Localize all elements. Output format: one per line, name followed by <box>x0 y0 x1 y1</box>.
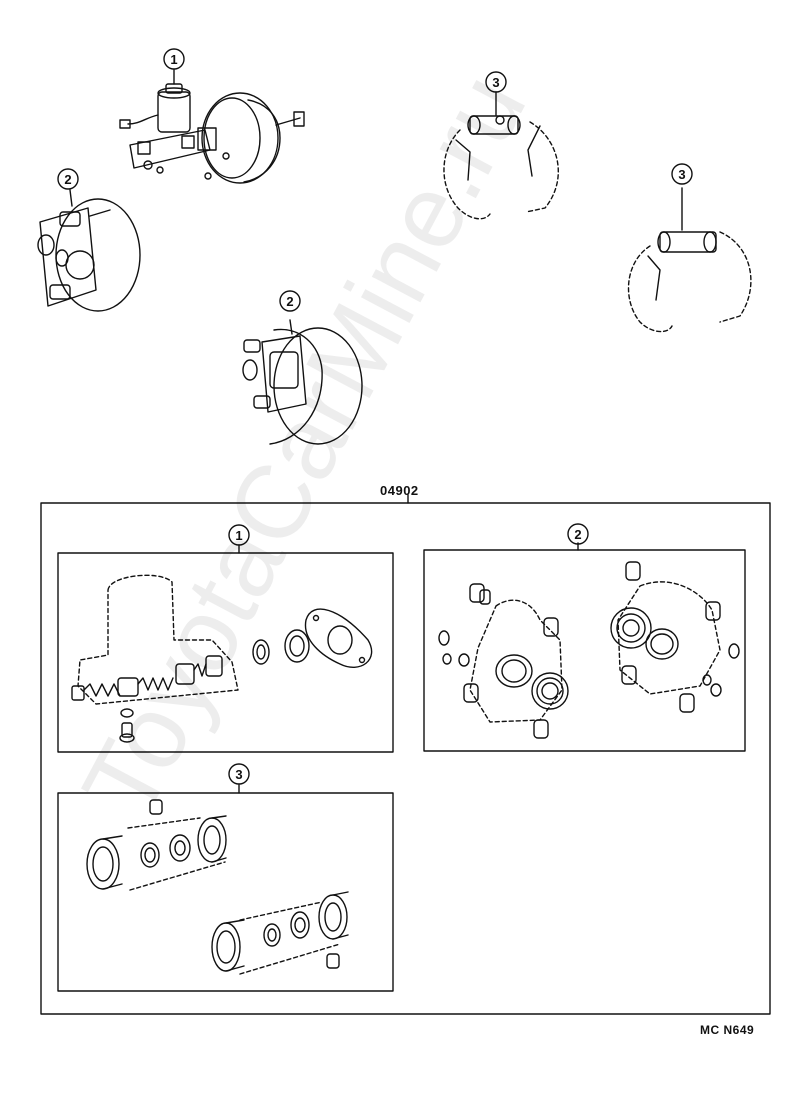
master-cylinder-assembly-illustration <box>119 69 305 184</box>
callout-2-center-text: 2 <box>286 294 293 309</box>
callout-2-center: 2 <box>279 290 301 312</box>
caliper-piston-seals <box>495 607 679 710</box>
kit-panel-3: 3 <box>57 763 394 992</box>
callout-1-top: 1 <box>163 48 185 70</box>
callout-3-upper-text: 3 <box>492 75 499 90</box>
kit-panel-2: 2 <box>423 523 746 752</box>
callout-3-right: 3 <box>671 163 693 185</box>
front-disc-caliper-illustration <box>37 189 141 312</box>
callout-3-kit-text: 3 <box>235 767 242 782</box>
kit-frame <box>40 502 771 1015</box>
kit-part-number: 04902 <box>380 483 419 498</box>
callout-3-upper: 3 <box>485 71 507 93</box>
booster-gasket <box>304 608 373 669</box>
callout-2-left: 2 <box>57 168 79 190</box>
piston-spring-assembly <box>71 655 223 701</box>
callout-2-left-text: 2 <box>64 172 71 187</box>
callout-1-kit-text: 1 <box>235 528 242 543</box>
rear-drum-upper-illustration <box>443 91 559 220</box>
kit-panel-1: 1 <box>57 524 394 753</box>
drawing-code: MC N649 <box>700 1023 755 1037</box>
callout-2-kit-text: 2 <box>574 527 581 542</box>
wheel-cylinder-kit-upper <box>86 799 227 891</box>
callout-1-top-text: 1 <box>170 52 177 67</box>
rear-drum-lower-illustration <box>627 187 752 333</box>
cup-seal-rings <box>252 629 310 665</box>
slide-pin-boots <box>438 561 740 739</box>
callout-3-right-text: 3 <box>678 167 685 182</box>
wheel-cylinder-kit-lower <box>211 891 349 975</box>
rear-disc-caliper-illustration <box>242 319 363 445</box>
